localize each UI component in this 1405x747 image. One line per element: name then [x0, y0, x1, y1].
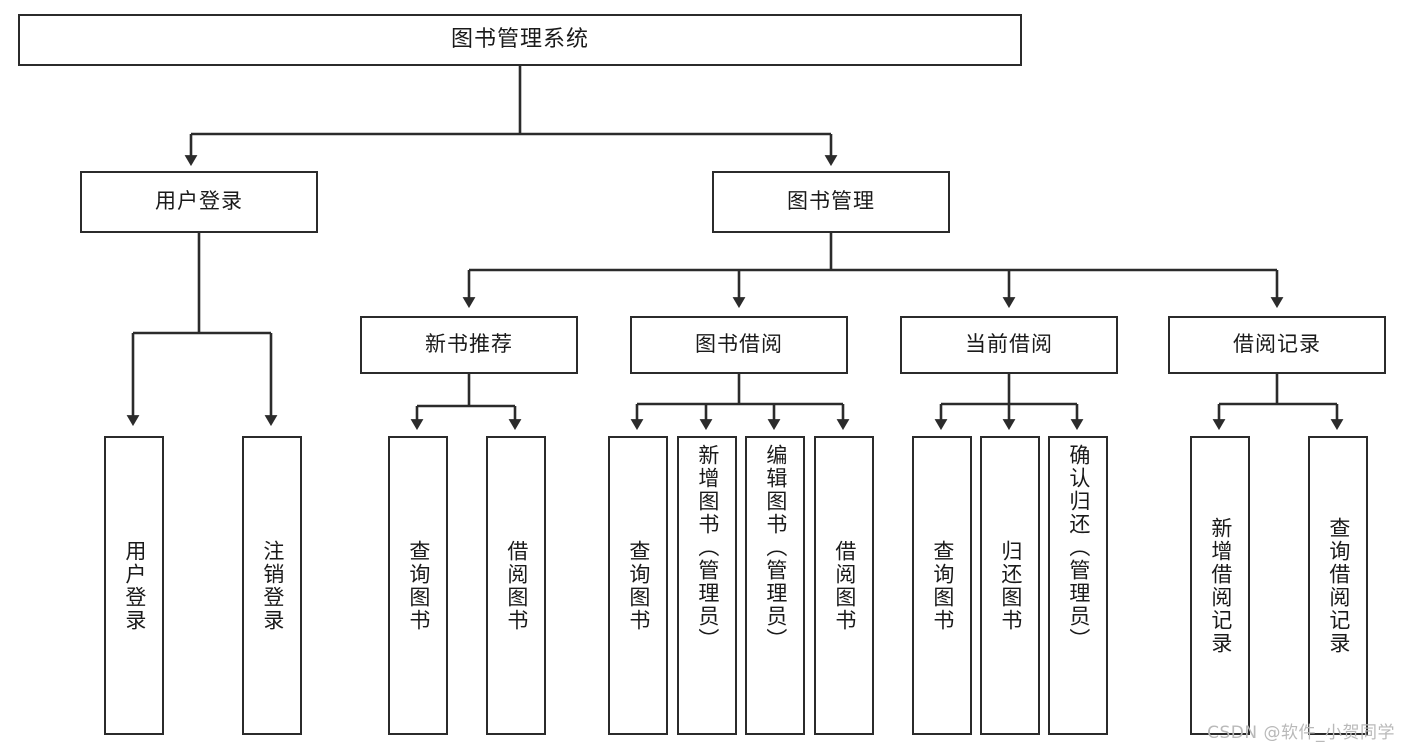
leaf-record-add-borrow-record[interactable]: 新增借阅记录 — [1190, 436, 1250, 735]
node-label: 查询图书 — [406, 539, 431, 632]
node-new-book-recommend[interactable]: 新书推荐 — [360, 316, 578, 374]
leaf-user-login-login[interactable]: 用户登录 — [104, 436, 164, 735]
node-label: 编辑图书（管理员） — [763, 444, 788, 651]
node-label: 查询借阅记录 — [1326, 516, 1351, 655]
leaf-current-return-book[interactable]: 归还图书 — [980, 436, 1040, 735]
node-borrow-record[interactable]: 借阅记录 — [1168, 316, 1386, 374]
node-label: 借阅图书 — [504, 539, 529, 632]
node-label: 确认归还（管理员） — [1066, 444, 1091, 651]
node-label: 当前借阅 — [965, 332, 1053, 357]
node-label: 图书借阅 — [695, 332, 783, 357]
leaf-borrow-edit-book-admin[interactable]: 编辑图书（管理员） — [745, 436, 805, 735]
node-label: 新增图书（管理员） — [695, 444, 720, 651]
node-label: 注销登录 — [260, 539, 285, 632]
leaf-borrow-query-book[interactable]: 查询图书 — [608, 436, 668, 735]
leaf-current-query-book[interactable]: 查询图书 — [912, 436, 972, 735]
node-label: 图书管理 — [787, 189, 875, 214]
leaf-borrow-add-book-admin[interactable]: 新增图书（管理员） — [677, 436, 737, 735]
leaf-user-login-logout[interactable]: 注销登录 — [242, 436, 302, 735]
node-label: 归还图书 — [998, 539, 1023, 632]
node-user-login[interactable]: 用户登录 — [80, 171, 318, 233]
node-book-management[interactable]: 图书管理 — [712, 171, 950, 233]
node-label: 图书管理系统 — [450, 26, 589, 52]
leaf-new-book-query[interactable]: 查询图书 — [388, 436, 448, 735]
leaf-new-book-borrow[interactable]: 借阅图书 — [486, 436, 546, 735]
node-book-borrow[interactable]: 图书借阅 — [630, 316, 848, 374]
node-root-book-management-system[interactable]: 图书管理系统 — [18, 14, 1022, 66]
leaf-record-query-borrow-record[interactable]: 查询借阅记录 — [1308, 436, 1368, 735]
node-label: 新书推荐 — [425, 332, 513, 357]
node-current-borrow[interactable]: 当前借阅 — [900, 316, 1118, 374]
node-label: 用户登录 — [122, 539, 147, 632]
leaf-borrow-borrow-book[interactable]: 借阅图书 — [814, 436, 874, 735]
node-label: 借阅图书 — [832, 539, 857, 632]
node-label: 查询图书 — [930, 539, 955, 632]
node-label: 新增借阅记录 — [1208, 516, 1233, 655]
leaf-current-confirm-return-admin[interactable]: 确认归还（管理员） — [1048, 436, 1108, 735]
node-label: 借阅记录 — [1233, 332, 1321, 357]
node-label: 用户登录 — [155, 189, 243, 214]
node-label: 查询图书 — [626, 539, 651, 632]
